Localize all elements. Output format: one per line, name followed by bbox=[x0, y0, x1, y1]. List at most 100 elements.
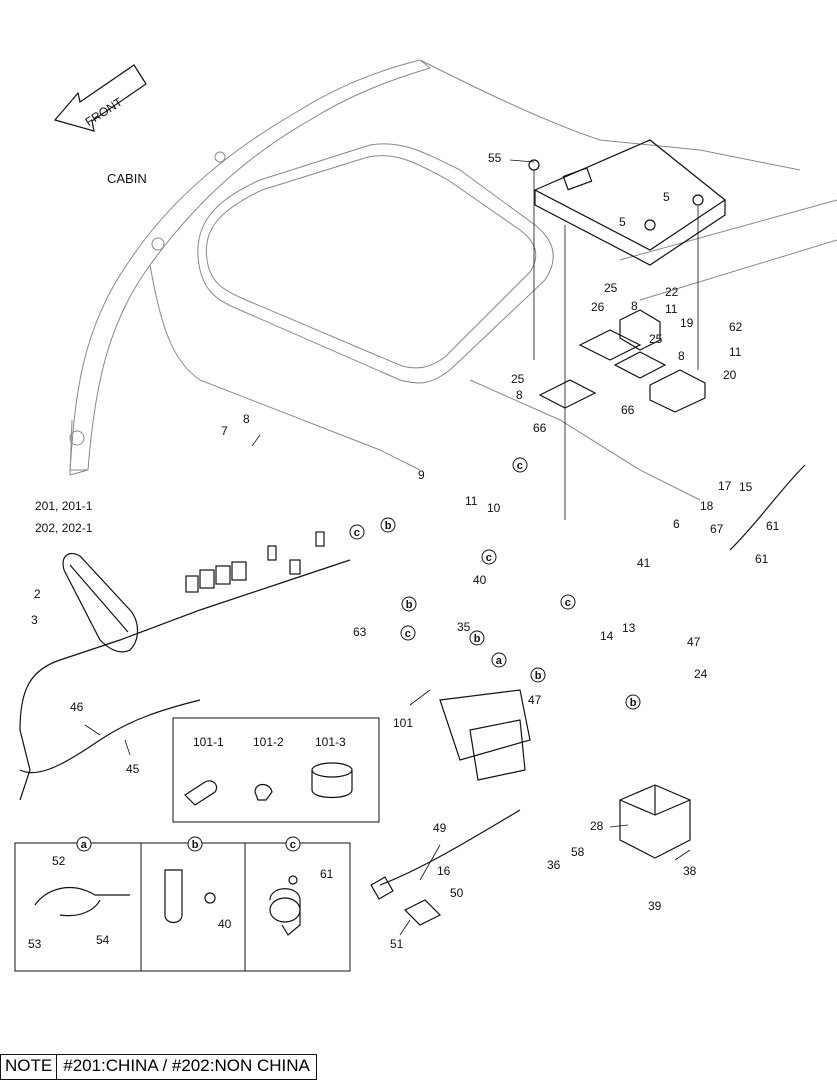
callout-circle bbox=[512, 457, 528, 473]
parts-diagram: FRONT CABIN bbox=[14, 59, 837, 972]
part-number-label: 58 bbox=[571, 845, 585, 859]
part-number-label: 8 bbox=[678, 349, 685, 363]
callout-circle bbox=[400, 625, 416, 641]
part-number-label: 201, 201-1 bbox=[35, 499, 93, 513]
ecu-unit bbox=[528, 139, 727, 266]
part-number-label: 17 bbox=[718, 479, 732, 493]
relay-modules bbox=[538, 309, 706, 413]
part-number-label: 18 bbox=[700, 499, 714, 513]
part-number-label: 51 bbox=[390, 937, 404, 951]
part-number-label: 16 bbox=[437, 864, 451, 878]
callout-letter: b bbox=[406, 599, 413, 611]
part-number-label: 50 bbox=[450, 886, 464, 900]
part-number-label: 22 bbox=[665, 285, 679, 299]
part-number-label: 40 bbox=[473, 573, 487, 587]
part-number-label: 66 bbox=[621, 403, 635, 417]
part-number-label: 62 bbox=[729, 320, 743, 334]
part-number-label: 45 bbox=[126, 762, 140, 776]
part-number-label: 25 bbox=[604, 281, 618, 295]
part-number-label: 9 bbox=[418, 468, 425, 482]
part-number-label: 53 bbox=[28, 937, 42, 951]
callout-circle bbox=[530, 667, 546, 683]
connector-block bbox=[185, 531, 325, 593]
callout-c: c bbox=[512, 457, 528, 473]
callout-b: b bbox=[530, 667, 546, 683]
part-number-label: 61 bbox=[766, 519, 780, 533]
part-number-label: 2 bbox=[34, 587, 41, 601]
part-number-label: 11 bbox=[665, 302, 678, 316]
part-number-label: 202, 202-1 bbox=[35, 521, 93, 535]
part-number-label: 24 bbox=[694, 667, 708, 681]
part-number-label: 52 bbox=[52, 854, 66, 868]
part-number-label: 47 bbox=[687, 635, 701, 649]
part-number-label: 13 bbox=[622, 621, 636, 635]
callout-letter: c bbox=[486, 552, 492, 564]
callout-circle bbox=[349, 524, 365, 540]
callout-a: a bbox=[491, 652, 507, 668]
note-box: NOTE #201:CHINA / #202:NON CHINA bbox=[0, 1054, 317, 1080]
callout-circle bbox=[491, 652, 507, 668]
part-number-label: 10 bbox=[487, 501, 501, 515]
part-number-label: 8 bbox=[243, 412, 250, 426]
part-number-label: 36 bbox=[547, 858, 561, 872]
callout-c: c bbox=[349, 524, 365, 540]
callout-letter: b bbox=[474, 633, 481, 645]
part-number-label: 5 bbox=[663, 190, 670, 204]
main-harness bbox=[19, 464, 806, 801]
cabin-label: CABIN bbox=[107, 171, 147, 186]
part-number-label: 6 bbox=[673, 517, 680, 531]
part-number-label: 5 bbox=[619, 215, 626, 229]
inset-label-3: 101-3 bbox=[315, 735, 346, 749]
part-number-label: 7 bbox=[221, 424, 228, 438]
detail-header-letter: a bbox=[81, 839, 88, 851]
callout-b: b bbox=[401, 596, 417, 612]
callout-circle bbox=[481, 549, 497, 565]
part-number-label: 26 bbox=[591, 300, 605, 314]
callout-c: c bbox=[560, 594, 576, 610]
callout-b: b bbox=[469, 630, 485, 646]
monitor bbox=[62, 552, 139, 653]
callout-b: b bbox=[380, 517, 396, 533]
detail-boxes bbox=[14, 842, 351, 972]
part-number-label: 47 bbox=[528, 693, 542, 707]
callout-c: c bbox=[400, 625, 416, 641]
callout-circle bbox=[380, 517, 396, 533]
part-number-label: 11 bbox=[729, 345, 742, 359]
inset-label-2: 101-2 bbox=[253, 735, 284, 749]
callout-letter: c bbox=[565, 597, 571, 609]
part-number-label: 49 bbox=[433, 821, 447, 835]
callout-circle bbox=[401, 596, 417, 612]
note-text: #201:CHINA / #202:NON CHINA bbox=[63, 1056, 310, 1075]
part-number-label: 39 bbox=[648, 899, 662, 913]
detail-header-circle bbox=[76, 836, 92, 852]
detail-header-circle bbox=[187, 836, 203, 852]
part-number-label: 67 bbox=[710, 522, 724, 536]
front-arrow-icon: FRONT bbox=[53, 64, 147, 132]
part-number-label: 38 bbox=[683, 864, 697, 878]
callout-b: b bbox=[625, 694, 641, 710]
part-number-label: 14 bbox=[600, 629, 614, 643]
leader-lines bbox=[84, 159, 699, 936]
part-number-label: 66 bbox=[533, 421, 547, 435]
callout-circle bbox=[625, 694, 641, 710]
callout-letter: b bbox=[385, 520, 392, 532]
part-number-label: 25 bbox=[649, 332, 663, 346]
cable-49 bbox=[370, 809, 521, 926]
part-number-label: 101 bbox=[393, 716, 413, 730]
part-number-label: 8 bbox=[516, 388, 523, 402]
part-number-label: 55 bbox=[488, 151, 502, 165]
callout-letter: c bbox=[517, 460, 523, 472]
part-number-label: 35 bbox=[457, 620, 471, 634]
part-number-label: 19 bbox=[680, 316, 694, 330]
detail-header-letter: b bbox=[192, 839, 199, 851]
callout-letter: b bbox=[535, 670, 542, 682]
callout-letter: b bbox=[630, 697, 637, 709]
part-number-label: 28 bbox=[590, 819, 604, 833]
detail-header-circle bbox=[285, 836, 301, 852]
callout-letter: c bbox=[405, 628, 411, 640]
part-number-label: 41 bbox=[637, 556, 651, 570]
note-key: NOTE bbox=[1, 1055, 58, 1079]
